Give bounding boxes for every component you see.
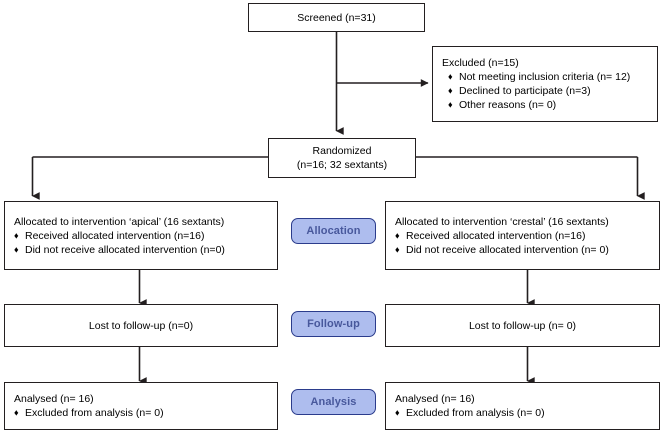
node-analysis-right-item-label: Excluded from analysis (n= 0) [406,407,545,419]
node-excluded-item-label: Not meeting inclusion criteria (n= 12) [459,71,631,83]
node-randomized-line1: Randomized [312,145,372,157]
node-followup-left-label: Lost to follow-up (n=0) [88,319,194,332]
node-followup-right: Lost to follow-up (n= 0) [385,304,660,347]
node-allocation-right-title: Allocated to intervention ‘crestal’ (16 … [395,215,609,228]
node-excluded-item: ♦ Not meeting inclusion criteria (n= 12) [442,70,651,84]
node-analysis-left: Analysed (n= 16) ♦ Excluded from analysi… [4,382,278,430]
node-allocation-right-item: ♦ Did not receive allocated intervention… [395,243,653,257]
node-followup-right-label: Lost to follow-up (n= 0) [468,319,577,332]
bullet-diamond-icon: ♦ [14,230,19,240]
node-analysis-right-title: Analysed (n= 16) [395,393,475,405]
bullet-diamond-icon: ♦ [14,407,19,418]
stage-badge-followup-label: Follow-up [307,318,360,330]
node-excluded-item: ♦ Other reasons (n= 0) [442,98,651,112]
node-allocation-left-item-label: Received allocated intervention (n=16) [25,229,205,242]
stage-badge-followup: Follow-up [291,311,376,337]
stage-badge-allocation: Allocation [291,218,376,244]
node-allocation-left-item: ♦ Did not receive allocated intervention… [14,243,271,257]
node-allocation-right: Allocated to intervention ‘crestal’ (16 … [385,201,660,270]
node-randomized-line2: (n=16; 32 sextants) [296,159,388,171]
node-allocation-left-item-label: Did not receive allocated intervention (… [25,243,225,256]
node-randomized: Randomized (n=16; 32 sextants) [268,138,416,178]
node-analysis-left-item-label: Excluded from analysis (n= 0) [25,407,164,419]
node-allocation-left: Allocated to intervention ‘apical’ (16 s… [4,201,278,270]
node-analysis-right: Analysed (n= 16) ♦ Excluded from analysi… [385,382,660,430]
node-allocation-right-item-label: Received allocated intervention (n=16) [406,229,586,242]
bullet-diamond-icon: ♦ [448,71,453,82]
node-allocation-left-title: Allocated to intervention ‘apical’ (16 s… [14,215,225,228]
node-analysis-right-item: ♦ Excluded from analysis (n= 0) [395,406,653,420]
node-screened-label: Screened (n=31) [297,11,376,24]
stage-badge-analysis: Analysis [291,389,376,415]
stage-badge-analysis-label: Analysis [310,396,357,408]
node-allocation-left-item: ♦ Received allocated intervention (n=16) [14,229,271,243]
node-excluded: Excluded (n=15) ♦ Not meeting inclusion … [432,46,658,122]
bullet-diamond-icon: ♦ [395,407,400,418]
node-followup-left: Lost to follow-up (n=0) [4,304,278,347]
node-excluded-title: Excluded (n=15) [442,57,519,69]
bullet-diamond-icon: ♦ [448,85,453,96]
bullet-diamond-icon: ♦ [395,230,400,240]
node-allocation-right-item: ♦ Received allocated intervention (n=16) [395,229,653,243]
bullet-diamond-icon: ♦ [14,244,19,254]
bullet-diamond-icon: ♦ [448,99,453,110]
node-analysis-left-title: Analysed (n= 16) [14,393,94,405]
stage-badge-allocation-label: Allocation [306,225,361,237]
node-analysis-left-item: ♦ Excluded from analysis (n= 0) [14,406,271,420]
bullet-diamond-icon: ♦ [395,244,400,254]
node-excluded-item-label: Other reasons (n= 0) [459,99,557,111]
node-excluded-item-label: Declined to participate (n=3) [459,85,591,97]
node-screened: Screened (n=31) [248,3,425,32]
node-allocation-right-item-label: Did not receive allocated intervention (… [406,243,609,256]
node-excluded-item: ♦ Declined to participate (n=3) [442,84,651,98]
